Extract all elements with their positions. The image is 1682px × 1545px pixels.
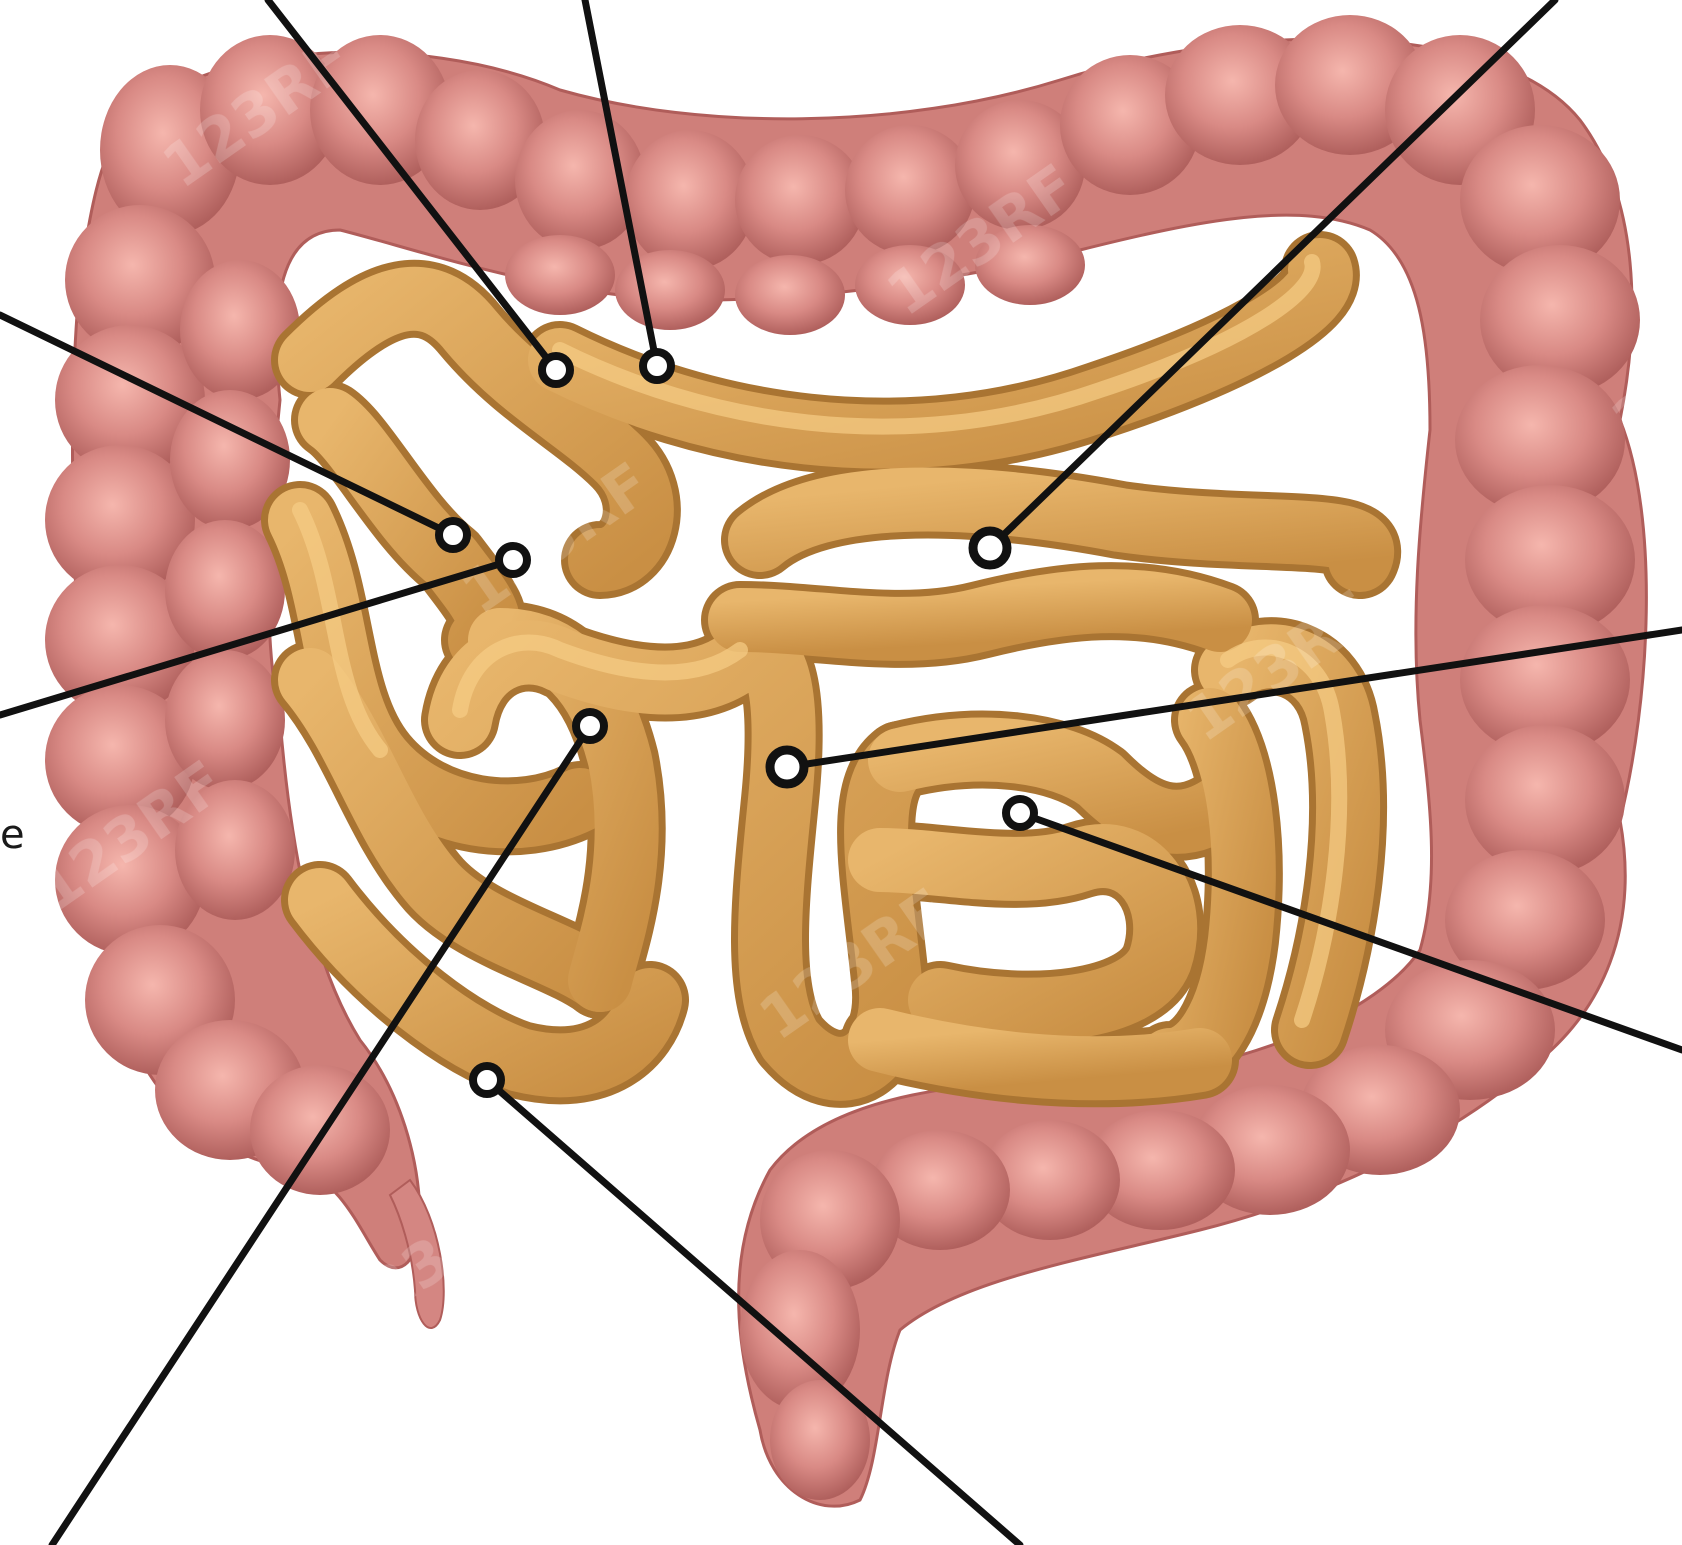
cropped-label-fragment: e xyxy=(0,815,25,855)
